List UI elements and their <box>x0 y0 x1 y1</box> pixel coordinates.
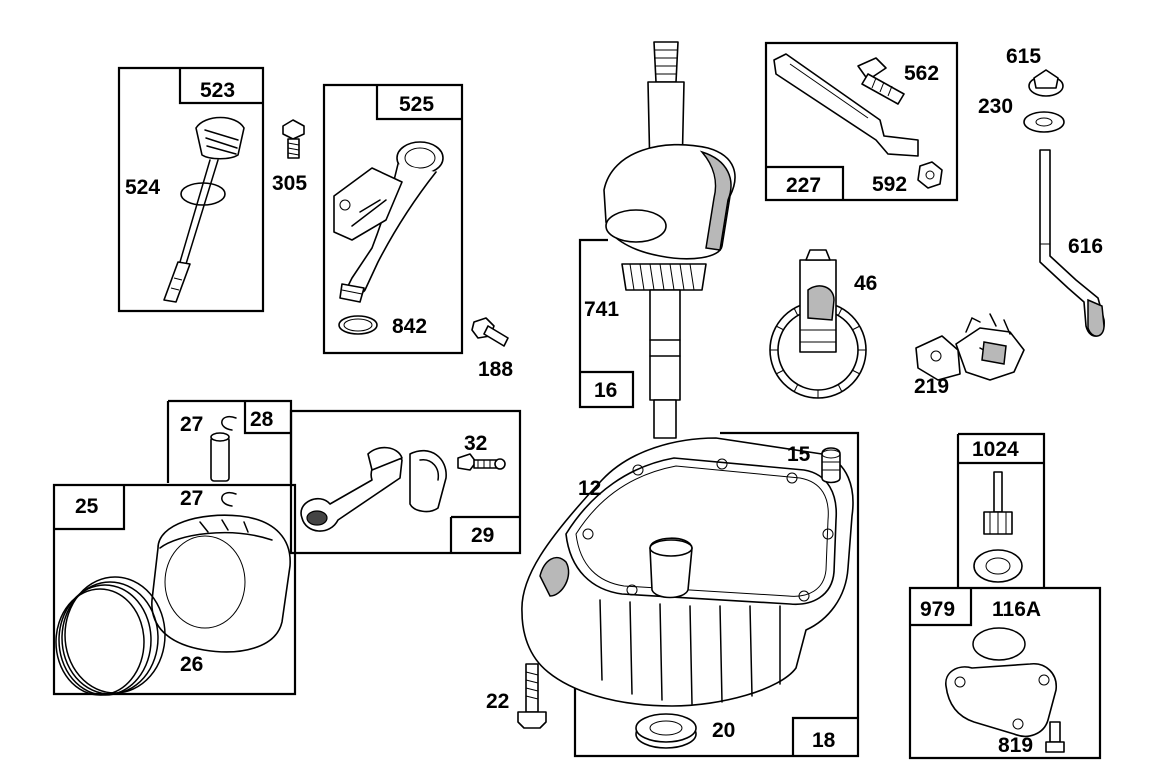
governor-lever-227 <box>773 53 943 189</box>
label-28: 28 <box>250 408 274 431</box>
label-26: 26 <box>180 653 203 676</box>
crankcase-12 <box>521 437 854 707</box>
plug-15 <box>821 447 841 484</box>
label-32: 32 <box>464 432 487 455</box>
label-615: 615 <box>1006 45 1041 68</box>
label-524: 524 <box>125 176 160 199</box>
part-labels: 523 524 305 525 842 188 27 28 32 27 25 2… <box>75 45 1103 757</box>
label-16: 16 <box>594 379 617 402</box>
box-227 <box>764 41 959 202</box>
label-741: 741 <box>584 298 619 321</box>
governor-assembly-219 <box>915 313 1025 381</box>
callout-boxes <box>52 41 1102 760</box>
label-18: 18 <box>812 729 836 752</box>
box-16 <box>578 238 635 409</box>
label-230: 230 <box>978 95 1013 118</box>
label-29: 29 <box>471 524 494 547</box>
wrist-pin-28 <box>210 415 237 507</box>
oil-pump-1024 <box>973 471 1023 583</box>
label-979: 979 <box>920 598 955 621</box>
label-15: 15 <box>787 443 811 466</box>
box-1024 <box>956 432 1046 588</box>
washer-230 <box>1023 111 1065 133</box>
oil-fill-tube-525 <box>333 141 444 335</box>
dipstick-524 <box>163 116 245 303</box>
nut-615 <box>1028 69 1064 97</box>
box-25 <box>52 483 297 696</box>
label-616: 616 <box>1068 235 1103 258</box>
label-27-top: 27 <box>180 413 203 436</box>
label-819: 819 <box>998 734 1033 757</box>
box-523 <box>117 66 265 313</box>
piston-25 <box>55 514 291 696</box>
label-12: 12 <box>578 477 601 500</box>
bolt-305 <box>282 119 305 159</box>
label-305: 305 <box>272 172 307 195</box>
label-116A: 116A <box>992 598 1041 621</box>
oil-pump-cover-979 <box>945 627 1065 753</box>
label-219: 219 <box>914 375 949 398</box>
label-27-bottom: 27 <box>180 487 203 510</box>
bolt-188 <box>471 317 509 347</box>
oil-seal-20 <box>635 713 697 749</box>
box-979 <box>908 586 1102 760</box>
label-525: 525 <box>399 93 434 116</box>
label-523: 523 <box>200 79 235 102</box>
crankshaft-16 <box>603 41 736 439</box>
label-188: 188 <box>478 358 513 381</box>
label-22: 22 <box>486 690 509 713</box>
label-227: 227 <box>786 174 821 197</box>
label-46: 46 <box>854 272 877 295</box>
label-1024: 1024 <box>972 438 1019 461</box>
label-842: 842 <box>392 315 427 338</box>
governor-shaft-616 <box>1039 149 1105 337</box>
box-18 <box>573 431 860 758</box>
box-29 <box>289 409 522 555</box>
bolt-22 <box>517 663 547 729</box>
label-20: 20 <box>712 719 735 742</box>
label-592: 592 <box>872 173 907 196</box>
label-25: 25 <box>75 495 99 518</box>
label-562: 562 <box>904 62 939 85</box>
camshaft-46 <box>769 249 867 399</box>
box-525 <box>322 83 464 355</box>
connecting-rod-29 <box>300 446 506 532</box>
